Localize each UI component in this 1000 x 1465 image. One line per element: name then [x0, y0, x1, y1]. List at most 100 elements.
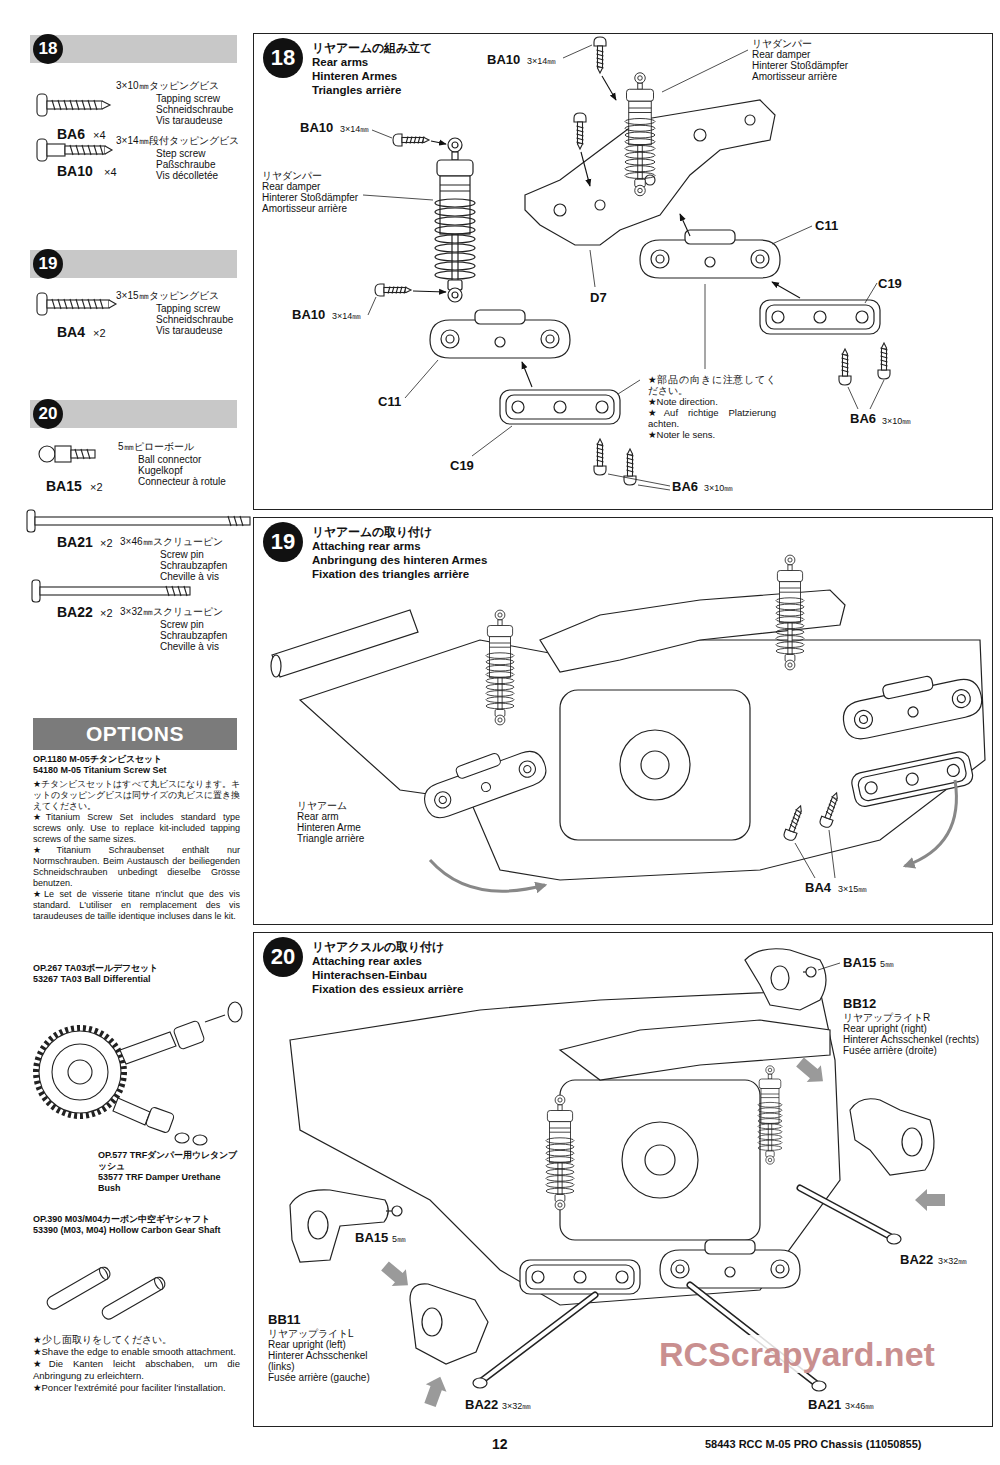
- label-group: D7: [590, 290, 607, 305]
- part-name: Cheville à vis: [160, 641, 227, 652]
- label-group: ×4: [104, 166, 117, 179]
- part-name: Hinterer Stoßdämpfer: [262, 192, 358, 203]
- part-name: Vis taraudeuse: [156, 115, 233, 126]
- part-code: BA10: [57, 163, 93, 179]
- step-title-line: Fixation des triangles arrière: [312, 567, 487, 581]
- option-name: 53267 TA03 Ball Differential: [33, 974, 240, 985]
- step-number: 19: [33, 249, 63, 279]
- option-name: OP.1180 M-05チタンビスセット: [33, 754, 240, 765]
- step-title-line: リヤアームの取り付け: [312, 525, 487, 539]
- step-title-line: Hinterachsen-Einbau: [312, 968, 464, 982]
- step-number: 20: [33, 399, 63, 429]
- note: ★Poncer l'extrémité pour faciliter l'ins…: [33, 1382, 240, 1394]
- step-number: 18: [33, 34, 63, 64]
- label-group: OP.577 TRFダンパー用ウレタンブッシュ53577 TRF Damper …: [98, 1150, 243, 1194]
- step-header-bar: 20: [30, 400, 237, 428]
- part-code: BA15: [46, 478, 82, 494]
- note: ★Note direction.: [648, 396, 776, 407]
- part-name: Fusée arrière (gauche): [268, 1372, 378, 1383]
- label-group: BA4: [805, 880, 831, 895]
- part-code: BA10: [487, 52, 520, 67]
- dimension: 3×46㎜: [845, 1401, 874, 1412]
- label-group: リヤアームRear armHinteren ArmeTriangle arriè…: [297, 800, 364, 844]
- step-number: 20: [263, 937, 303, 977]
- part-code: BB12: [843, 996, 876, 1011]
- part-name: Rear arm: [297, 811, 364, 822]
- step-title: リヤアームの組み立てRear armsHinteren ArmesTriangl…: [312, 41, 432, 97]
- label-group: 3×14㎜: [332, 311, 361, 322]
- part-code: C11: [815, 218, 838, 233]
- screw-icon: [27, 94, 250, 602]
- part-name: Paßschraube: [156, 159, 218, 170]
- part-code: BA21: [808, 1397, 841, 1412]
- part-name: Amortisseur arrière: [752, 71, 848, 82]
- part-name: Schraubzapfen: [160, 630, 227, 641]
- part-name: リヤアップライトR: [843, 1012, 983, 1023]
- label-group: 3×14㎜: [340, 124, 369, 135]
- step-number: 19: [263, 522, 303, 562]
- dimension: 5㎜: [880, 959, 894, 970]
- part-name: 3×14㎜段付タッピングビス: [116, 135, 239, 147]
- quantity: ×2: [93, 327, 106, 340]
- label-group: 12: [492, 1436, 508, 1452]
- label-group: リヤダンパーRear damperHinterer StoßdämpferAmo…: [262, 170, 358, 214]
- step-number: 18: [263, 38, 303, 78]
- part-name: 3×15㎜タッピングビス: [116, 290, 219, 302]
- step-title-line: Hinteren Armes: [312, 69, 432, 83]
- label-group: BA22: [900, 1252, 933, 1267]
- option-name: OP.577 TRFダンパー用ウレタンブッシュ: [98, 1150, 243, 1172]
- part-name: 3×46㎜スクリューピン: [120, 536, 223, 548]
- label-group: Screw pinSchraubzapfenCheville à vis: [160, 549, 227, 582]
- label-group: Ball connectorKugelkopfConnecteur à rotu…: [138, 454, 226, 487]
- part-name: Screw pin: [160, 619, 227, 630]
- part-name: Schneidschraube: [156, 314, 233, 325]
- dimension: 3×32㎜: [938, 1256, 967, 1267]
- dimension: 3×15㎜: [838, 884, 867, 895]
- label-group: BA6: [57, 126, 85, 142]
- dimension: 3×10㎜: [704, 483, 733, 494]
- part-name: Hinterer Achsschenkel (rechts): [843, 1034, 983, 1045]
- dimension: 3×14㎜: [340, 124, 369, 135]
- part-name: リヤアップライトL: [268, 1328, 378, 1339]
- label-group: Screw pinSchraubzapfenCheville à vis: [160, 619, 227, 652]
- label-group: BA21: [57, 534, 93, 550]
- label-group: BA10: [292, 307, 325, 322]
- part-name: Tapping screw: [156, 93, 233, 104]
- part-code: BA6: [672, 479, 698, 494]
- label-group: BB12: [843, 996, 876, 1011]
- note: ★Titanium Screw Set includes standard ty…: [33, 812, 240, 845]
- part-name: Triangle arrière: [297, 833, 364, 844]
- label-group: BA10: [57, 163, 93, 179]
- rear-arm-assembly: [363, 37, 890, 490]
- part-name: リヤダンパー: [262, 170, 358, 181]
- footer-text: 58443 RCC M-05 PRO Chassis (11050855): [705, 1438, 921, 1451]
- part-name: Step screw: [156, 148, 218, 159]
- label-group: C19: [450, 458, 474, 473]
- note: ★Titanium Schraubenset enthält nur Norms…: [33, 845, 240, 889]
- note: ★少し面取りをしてください。: [33, 1334, 240, 1346]
- note: ★Shave the edge to enable smooth attachm…: [33, 1346, 240, 1358]
- part-code: BA15: [355, 1230, 388, 1245]
- part-code: C11: [378, 394, 401, 409]
- label-group: 5㎜ピローボール: [118, 441, 194, 453]
- label-group: BA21: [808, 1397, 841, 1412]
- option-name: OP.267 TA03ボールデフセット: [33, 963, 240, 974]
- note: ★チタンビスセットはすべて丸ビスになります。キットのタッピングビスは同サイズの丸…: [33, 779, 240, 812]
- part-name: Rear damper: [262, 181, 358, 192]
- label-group: Tapping screwSchneidschraubeVis taraudeu…: [156, 303, 233, 336]
- label-group: 3×46㎜スクリューピン: [120, 536, 223, 548]
- label-group: ×2: [93, 327, 106, 340]
- step-title-line: リヤアームの組み立て: [312, 41, 432, 55]
- part-code: BA10: [300, 120, 333, 135]
- label-group: 5㎜: [880, 959, 894, 970]
- note: ★Le set de visserie titane n'inclut que …: [33, 889, 240, 922]
- chassis-illustration: [271, 555, 985, 891]
- part-name: Connecteur à rotule: [138, 476, 226, 487]
- note: ★部品の向きに注意してください。: [648, 374, 776, 396]
- step-title-line: リヤアクスルの取り付け: [312, 940, 464, 954]
- label-group: 3×14㎜: [527, 56, 556, 67]
- label-group: BA22: [57, 604, 93, 620]
- label-group: OP.1180 M-05チタンビスセット54180 M-05 Titanium …: [33, 754, 240, 776]
- part-code: BA22: [900, 1252, 933, 1267]
